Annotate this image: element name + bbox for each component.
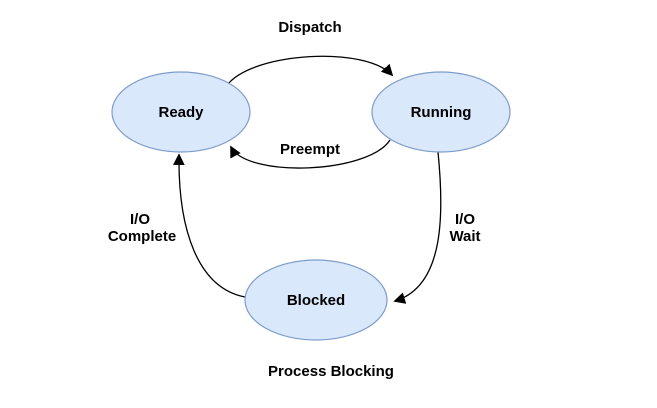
edge-io-complete-arrow [173,153,246,298]
state-blocked-ellipse [244,259,388,341]
edge-io-wait-arrow [393,151,442,304]
state-running-ellipse [371,71,511,153]
state-blocked-label: Blocked [287,292,345,309]
state-running-label: Running [411,104,472,121]
edge-dispatch-label: Dispatch [278,19,341,36]
diagram-title: Process Blocking [268,363,394,380]
edge-preempt-arrow [230,139,391,169]
edge-preempt-label: Preempt [280,141,340,158]
edge-dispatch-arrow [227,55,394,85]
edge-io-complete-label-line1: I/O [130,211,150,228]
state-ready-ellipse [111,71,251,153]
edges-group [173,55,442,304]
state-ready-label: Ready [158,104,204,121]
states-group: Ready Running Blocked [111,71,511,341]
edge-io-wait-label-line2: Wait [449,228,480,245]
edge-io-complete-label-line2: Complete [108,228,176,245]
edge-labels-group: Dispatch Preempt I/O Wait I/O Complete [108,19,481,245]
edge-io-wait-label-line1: I/O [455,211,475,228]
